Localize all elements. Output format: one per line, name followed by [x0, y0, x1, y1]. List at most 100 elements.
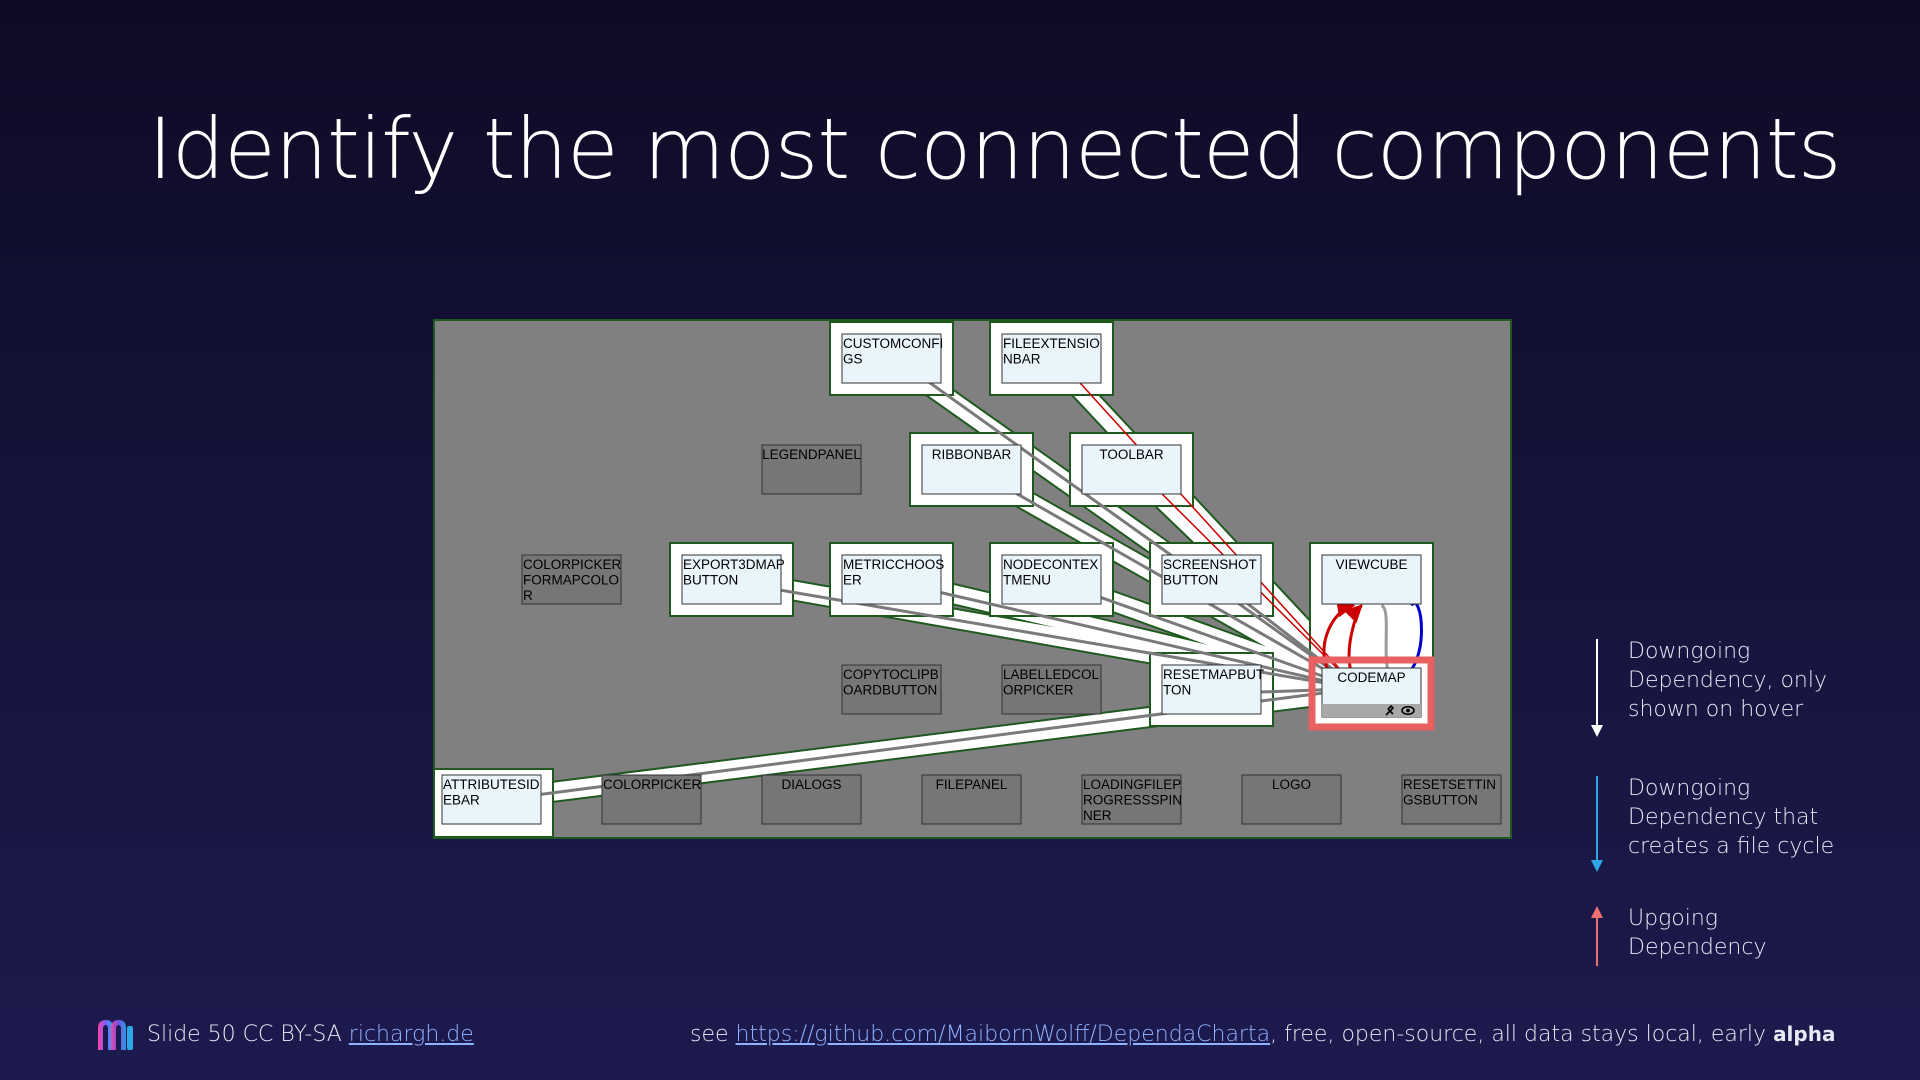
node-label: EXPORT3DMAP	[683, 557, 785, 572]
node-label: TOOLBAR	[1099, 447, 1164, 462]
node-label: BUTTON	[1163, 573, 1218, 588]
node-box	[1161, 664, 1262, 715]
node-label: RIBBONBAR	[932, 447, 1012, 462]
node-label: SCREENSHOT	[1163, 557, 1257, 572]
node-codemap[interactable]: CODEMAP	[1321, 667, 1422, 718]
pin-icon[interactable]	[1385, 704, 1395, 716]
slide-number-text: Slide 50 CC BY-SA	[147, 1022, 349, 1047]
node-box	[841, 664, 942, 715]
node-label: VIEWCUBE	[1335, 557, 1407, 572]
node-ribbonbar[interactable]: RIBBONBAR	[921, 444, 1022, 495]
node-box	[1241, 774, 1342, 825]
node-label: DIALOGS	[781, 777, 841, 792]
node-label: BUTTON	[683, 573, 738, 588]
node-box	[1001, 333, 1102, 384]
node-label: LOADINGFILEP	[1083, 777, 1181, 792]
node-label: ORPICKER	[1003, 683, 1074, 698]
node-legendpanel[interactable]: LEGENDPANEL	[761, 444, 862, 495]
red-up-arrow-icon	[1591, 906, 1603, 966]
node-box	[761, 444, 862, 495]
node-box	[441, 774, 542, 825]
node-box	[1161, 554, 1262, 605]
node-box	[1081, 774, 1182, 825]
node-label: ROGRESSSPIN	[1083, 793, 1182, 808]
node-label: COLORPICKER	[523, 557, 622, 572]
footer-repo-info: see https://github.com/MaibornWolff/Depe…	[690, 1022, 1835, 1047]
node-box	[841, 554, 942, 605]
white-down-arrow-icon	[1591, 639, 1603, 737]
node-box	[1001, 664, 1102, 715]
node-filepanel[interactable]: FILEPANEL	[921, 774, 1022, 825]
node-label: COLORPICKER	[603, 777, 702, 792]
legend-item-downgoing-cycle: Downgoing Dependency that creates a file…	[1585, 774, 1905, 884]
node-label: CODEMAP	[1337, 670, 1405, 685]
node-box	[921, 774, 1022, 825]
footer-slide-info: Slide 50 CC BY-SA richargh.de	[147, 1022, 474, 1047]
edge-downgoing-line	[900, 361, 1359, 690]
node-label: TON	[1163, 683, 1191, 698]
eye-icon[interactable]	[1401, 705, 1415, 716]
node-box	[601, 774, 702, 825]
node-label: RESETSETTIN	[1403, 777, 1496, 792]
node-toolbar[interactable]: TOOLBAR	[1081, 444, 1182, 495]
node-colorpicker[interactable]: COLORPICKER	[601, 774, 702, 825]
dependacharta-logo-icon	[98, 1020, 133, 1050]
node-label: FILEEXTENSIO	[1003, 336, 1100, 351]
node-label: GS	[843, 352, 863, 367]
node-box	[1321, 554, 1422, 605]
node-label: LOGO	[1272, 777, 1311, 792]
node-label: FILEPANEL	[936, 777, 1008, 792]
selected-node-highlight	[1308, 656, 1435, 731]
blue-down-arrow-icon	[1591, 776, 1603, 872]
legend-label: Downgoing Dependency that creates a file…	[1628, 776, 1835, 859]
node-logo[interactable]: LOGO	[1241, 774, 1342, 825]
node-label: OARDBUTTON	[843, 683, 937, 698]
slide-title: Identify the most connected components	[148, 100, 1841, 198]
node-label: ATTRIBUTESID	[443, 777, 540, 792]
node-box	[1001, 554, 1102, 605]
node-label: RESETMAPBUT	[1163, 667, 1264, 682]
node-label: R	[523, 588, 533, 603]
node-dialogs[interactable]: DIALOGS	[761, 774, 862, 825]
node-box	[1401, 774, 1502, 825]
node-box	[521, 554, 622, 605]
node-label: EBAR	[443, 793, 480, 808]
node-toolbar	[1322, 704, 1421, 717]
legend-item-downgoing-hover: Downgoing Dependency, only shown on hove…	[1585, 637, 1905, 747]
node-box	[1081, 444, 1182, 495]
node-label: GSBUTTON	[1403, 793, 1478, 808]
legend-label: Downgoing Dependency, only shown on hove…	[1628, 639, 1827, 722]
node-label: LABELLEDCOL	[1003, 667, 1100, 682]
legend-label: Upgoing Dependency	[1628, 906, 1767, 960]
node-label: CUSTOMCONFI	[843, 336, 943, 351]
site-link[interactable]: richargh.de	[348, 1022, 474, 1047]
footer-tail-text: , free, open-source, all data stays loca…	[1270, 1022, 1774, 1047]
repo-link[interactable]: https://github.com/MaibornWolff/DependaC…	[735, 1022, 1271, 1047]
overlay-layer	[1308, 656, 1435, 731]
legend-item-upgoing: Upgoing Dependency	[1585, 904, 1905, 1014]
node-label: COPYTOCLIPB	[843, 667, 939, 682]
node-label: NODECONTEX	[1003, 557, 1098, 572]
node-box	[841, 333, 942, 384]
node-label: LEGENDPANEL	[762, 447, 861, 462]
alpha-text: alpha	[1773, 1022, 1836, 1046]
node-label: FORMAPCOLO	[523, 573, 619, 588]
node-box	[761, 774, 862, 825]
node-label: TMENU	[1003, 573, 1051, 588]
node-viewcube[interactable]: VIEWCUBE	[1321, 554, 1422, 605]
